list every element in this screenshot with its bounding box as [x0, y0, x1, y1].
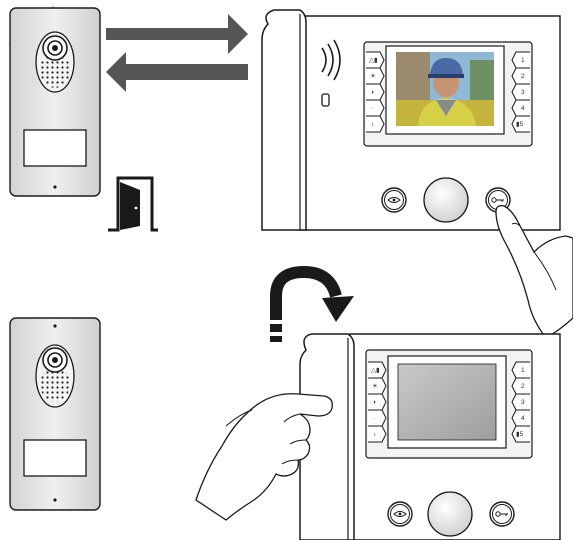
door-station-bottom	[9, 317, 101, 511]
left-key-label: ☀	[370, 72, 376, 80]
key-button[interactable]	[489, 501, 515, 527]
eye-icon	[387, 197, 401, 203]
left-key-label: ◑	[370, 89, 374, 96]
right-key-label: 3	[521, 89, 525, 96]
joystick[interactable]	[427, 491, 473, 537]
eye-button[interactable]	[381, 187, 407, 213]
monitor-top: △▮ ☀ ◑ · ↕ 1 2 3 4 ▮5	[261, 9, 561, 231]
door-station-top	[9, 7, 101, 197]
bottom-panel: △▮ ☀ ◑ · ↕ 1 2 3 4 ▮5	[9, 265, 561, 540]
left-key-3[interactable]	[366, 83, 385, 101]
right-key-label: ▮5	[516, 121, 524, 128]
left-key-label: ·	[373, 415, 375, 422]
visitor-video-image	[396, 52, 494, 126]
name-plate	[23, 439, 87, 477]
left-key-label: ↕	[373, 431, 376, 438]
right-keys-top: 1 2 3 4 ▮5	[511, 51, 530, 133]
hand-lifting-handset-icon	[195, 393, 333, 521]
handset-lift-arrow-icon	[270, 265, 354, 342]
monitor-bottom: △▮ ☀ ◑ · ↕ 1 2 3 4 ▮5	[299, 333, 561, 540]
handset	[261, 9, 307, 231]
left-key-label: △▮	[371, 367, 380, 374]
right-keys-bottom: 1 2 3 4 ▮5	[511, 361, 530, 443]
handset-speaker-icon	[321, 39, 341, 81]
joystick[interactable]	[423, 177, 469, 223]
reply-to-station-arrow	[106, 52, 248, 92]
right-key-label: 4	[521, 105, 525, 112]
eye-icon	[393, 511, 407, 517]
name-plate	[23, 129, 87, 167]
handset-lifted	[299, 333, 355, 540]
left-key-3[interactable]	[368, 393, 387, 411]
right-key-label: ▮5	[516, 431, 524, 438]
right-key-label: 2	[521, 73, 525, 80]
left-key-5[interactable]	[366, 115, 385, 133]
right-key-label: 3	[521, 399, 525, 406]
left-key-label: △▮	[369, 57, 378, 64]
right-key-5[interactable]	[511, 425, 530, 443]
left-key-label: ·	[371, 105, 373, 112]
left-key-4[interactable]	[368, 409, 387, 427]
top-panel: △▮ ☀ ◑ · ↕ 1 2 3 4 ▮5	[8, 4, 573, 339]
call-to-monitor-arrow	[106, 14, 248, 54]
eye-button[interactable]	[387, 501, 413, 527]
left-keys-top: △▮ ☀ ◑ · ↕	[366, 51, 385, 133]
left-key-label: ↕	[371, 121, 374, 128]
right-key-label: 1	[521, 57, 525, 64]
door-icon	[108, 176, 158, 232]
right-key-label: 2	[521, 383, 525, 390]
finger-pressing-key-icon	[495, 204, 573, 339]
right-key-5[interactable]	[511, 115, 530, 133]
blank-screen	[397, 363, 497, 441]
left-key-4[interactable]	[366, 99, 385, 117]
right-key-label: 4	[521, 415, 525, 422]
left-key-label: ◑	[372, 399, 376, 406]
key-icon	[495, 511, 508, 517]
left-key-5[interactable]	[368, 425, 387, 443]
left-keys-bottom: △▮ ☀ ◑ · ↕	[368, 361, 387, 443]
left-key-label: ☀	[372, 382, 378, 390]
right-key-label: 1	[521, 367, 525, 374]
key-icon	[491, 197, 504, 203]
